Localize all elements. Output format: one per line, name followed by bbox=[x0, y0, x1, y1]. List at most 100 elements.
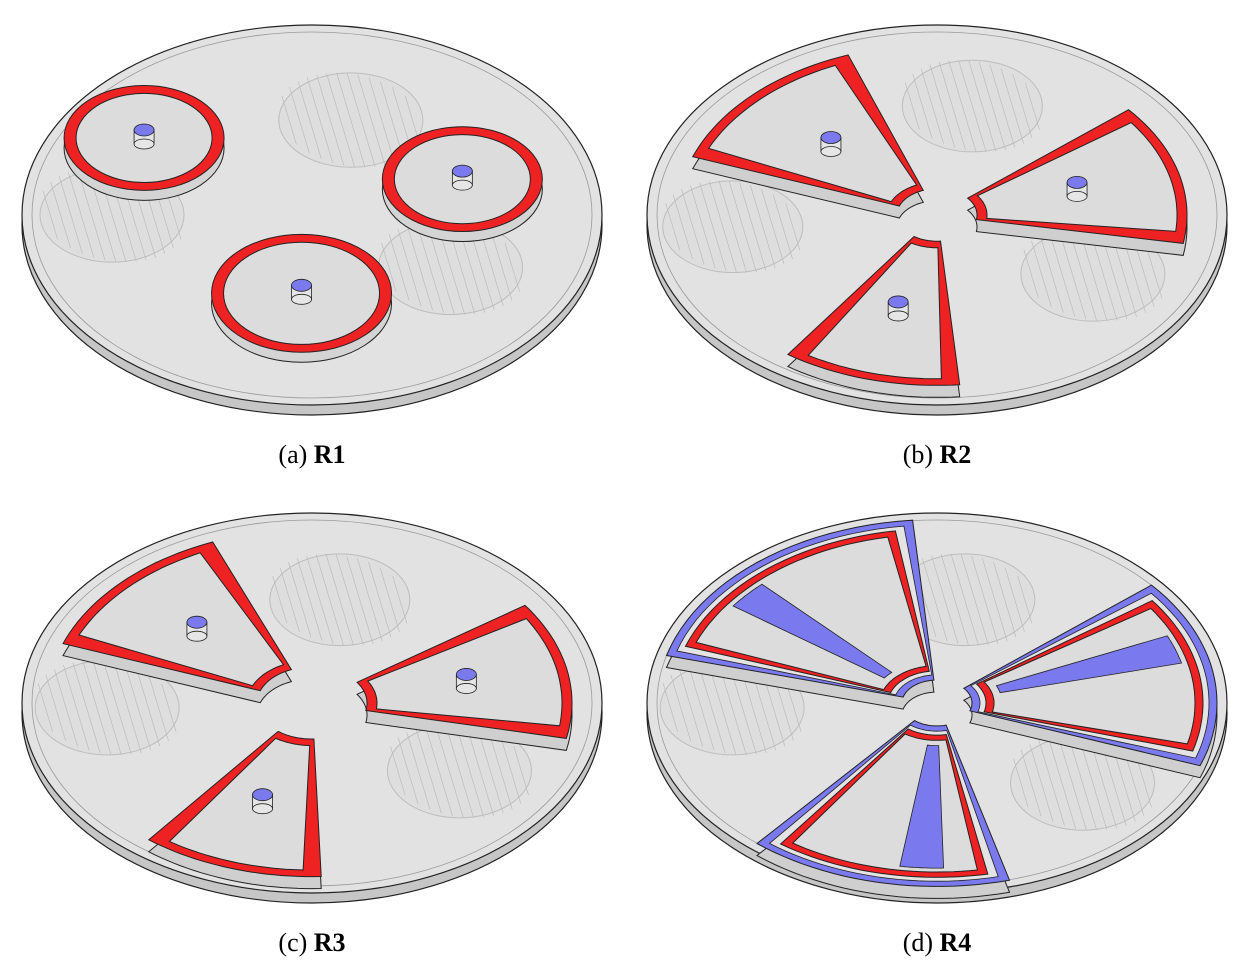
wedge-insert bbox=[899, 744, 945, 869]
panel-r3: (c) R3 bbox=[0, 488, 624, 976]
pin-top bbox=[133, 123, 155, 137]
caption-name: R4 bbox=[939, 928, 972, 957]
hatch-line bbox=[670, 674, 691, 741]
panel-r4: (d) R4 bbox=[625, 488, 1249, 976]
hatch-line bbox=[948, 60, 977, 152]
hatch-line bbox=[1057, 736, 1087, 830]
hatch-line bbox=[931, 555, 959, 644]
hatch-line bbox=[968, 60, 997, 152]
hatch-line bbox=[381, 243, 397, 292]
hatch-line bbox=[960, 554, 989, 646]
hatch-line bbox=[477, 727, 504, 814]
hatch-line bbox=[357, 74, 386, 166]
hatch-line bbox=[785, 202, 801, 251]
hatch-line bbox=[336, 72, 366, 168]
hatch-line bbox=[272, 576, 288, 624]
caption-name: R1 bbox=[313, 440, 346, 469]
hatch-line bbox=[1058, 228, 1087, 320]
hatch-line bbox=[288, 562, 312, 638]
hatch-line bbox=[950, 553, 979, 646]
hatch-line bbox=[1078, 736, 1108, 830]
hatch-line bbox=[1020, 749, 1042, 817]
wedge-insert bbox=[732, 583, 893, 679]
hatched-disc bbox=[662, 180, 804, 274]
caption-r4: (d) R4 bbox=[625, 928, 1249, 958]
hatch-line bbox=[786, 683, 802, 733]
hatch-line bbox=[113, 662, 142, 753]
hatch-line bbox=[697, 662, 726, 753]
hatch-line bbox=[424, 725, 453, 816]
sector-container bbox=[356, 604, 573, 751]
hatch-line bbox=[672, 194, 693, 259]
sector-floor bbox=[807, 242, 942, 380]
pin-base bbox=[186, 630, 208, 642]
hatch-line bbox=[978, 62, 1006, 151]
sector-floor bbox=[78, 552, 285, 687]
sector-container bbox=[966, 109, 1188, 256]
hatch-line bbox=[904, 82, 920, 130]
r2-diagram bbox=[646, 24, 1228, 416]
caption-letter: (a) bbox=[278, 440, 308, 469]
hatch-line bbox=[444, 723, 474, 818]
pin-top bbox=[252, 788, 273, 802]
hatch-line bbox=[679, 668, 703, 747]
ring-container bbox=[211, 233, 393, 363]
hatch-line bbox=[397, 737, 419, 804]
hatch-line bbox=[455, 723, 485, 818]
hatch-line bbox=[993, 562, 1017, 638]
r3-diagram bbox=[21, 512, 603, 904]
hatch-line bbox=[1123, 749, 1145, 817]
hatched-disc bbox=[278, 72, 424, 168]
hatch-line bbox=[297, 558, 323, 642]
hatch-line bbox=[346, 73, 376, 167]
hatch-line bbox=[63, 664, 90, 751]
hatch-line bbox=[1048, 737, 1076, 829]
caption-r2: (b) R2 bbox=[625, 440, 1249, 470]
hatch-line bbox=[45, 674, 66, 741]
hatch-line bbox=[161, 683, 177, 733]
hatch-line bbox=[1039, 235, 1064, 313]
hatch-line bbox=[1134, 240, 1155, 308]
pin-top bbox=[291, 278, 312, 292]
hatch-line bbox=[346, 555, 374, 644]
hatch-line bbox=[681, 188, 705, 265]
hatch-line bbox=[1136, 758, 1152, 808]
hatch-line bbox=[68, 172, 95, 258]
hatch-line bbox=[1146, 249, 1163, 299]
hatched-disc bbox=[901, 59, 1043, 153]
hatch-line bbox=[708, 181, 737, 273]
hatch-line bbox=[54, 668, 78, 747]
sector-floor bbox=[707, 64, 918, 203]
hatch-line bbox=[1031, 240, 1052, 308]
hatch-line bbox=[368, 562, 392, 638]
hatch-line bbox=[1012, 73, 1033, 139]
hatch-line bbox=[281, 95, 297, 145]
hatched-disc bbox=[269, 553, 411, 647]
pin-top bbox=[455, 668, 477, 681]
hatch-line bbox=[306, 77, 334, 163]
caption-r1: (a) R1 bbox=[0, 440, 624, 470]
hatch-line bbox=[488, 731, 513, 810]
double-sector-container bbox=[665, 519, 935, 710]
sector-container bbox=[62, 541, 293, 704]
double-sector-container bbox=[756, 720, 1011, 899]
hatch-line bbox=[103, 660, 132, 755]
hatch-line bbox=[357, 558, 383, 642]
hatch-line bbox=[297, 81, 322, 159]
hatch-line bbox=[761, 188, 785, 265]
pin-top bbox=[186, 615, 208, 629]
hatch-line bbox=[513, 746, 529, 796]
r4-diagram bbox=[646, 512, 1228, 904]
hatched-disc bbox=[894, 553, 1036, 647]
hatch-line bbox=[316, 74, 345, 166]
pin-base bbox=[291, 293, 312, 305]
hatch-line bbox=[58, 176, 83, 254]
hatch-line bbox=[1048, 231, 1076, 317]
hatch-line bbox=[491, 234, 513, 301]
hatch-line bbox=[1068, 735, 1098, 831]
hatch-line bbox=[136, 668, 161, 747]
plate-rim bbox=[656, 31, 1218, 399]
panel-r1: (a) R1 bbox=[0, 0, 624, 488]
hatched-disc bbox=[386, 722, 532, 819]
pin-base bbox=[451, 179, 473, 191]
